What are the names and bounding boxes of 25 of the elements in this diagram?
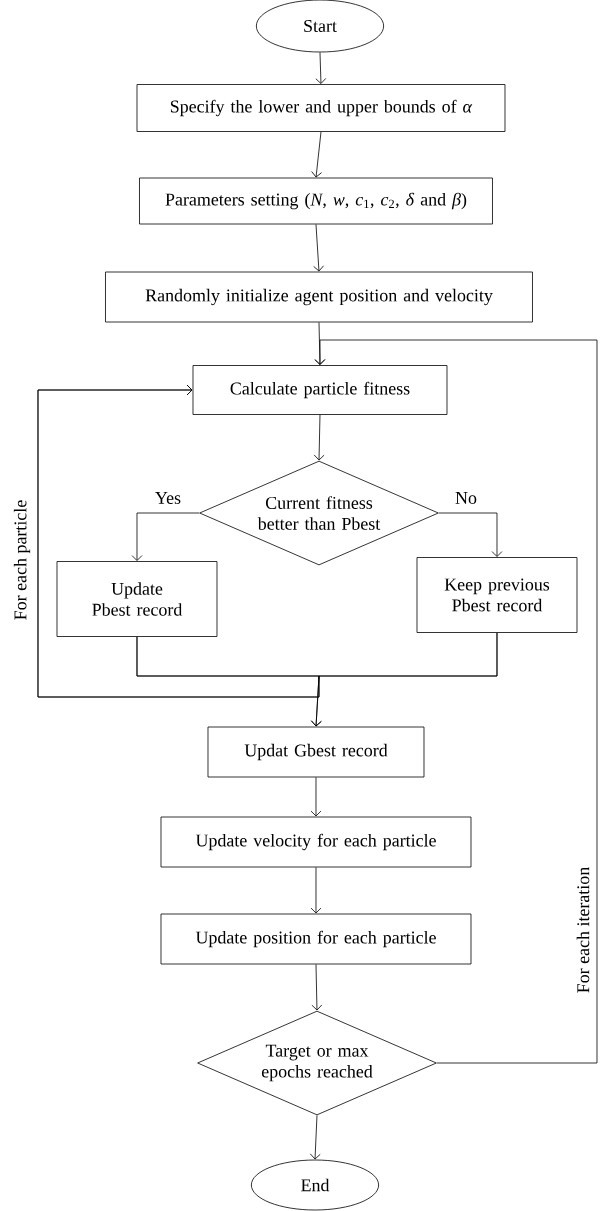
- process-box: Calculate particle fitness: [192, 365, 448, 415]
- arrow: [438, 512, 503, 557]
- edge-label: Yes: [155, 492, 181, 504]
- arrow: [309, 1115, 321, 1160]
- edge-label: For each particle: [12, 498, 32, 622]
- arrow: [310, 777, 322, 817]
- arrow: [313, 224, 325, 272]
- arrow: [310, 867, 322, 914]
- arrow: [311, 131, 322, 178]
- arrow: [313, 414, 325, 461]
- process-box: Parameters setting (N, w, c$_{1}$, c$_{2}$, δ and β): [139, 177, 493, 225]
- process-box: Randomly initialize agent position and velocity: [105, 271, 533, 323]
- process-box: Update position for each particle: [160, 913, 472, 965]
- edge-label: No: [455, 492, 477, 504]
- arrow: [37, 384, 498, 698]
- process-box: Update velocity for each particle: [160, 816, 472, 868]
- process-box: Update Pbest record: [56, 561, 218, 637]
- arrow: [311, 964, 323, 1011]
- process-box: Specify the lower and upper bounds of α: [136, 84, 506, 132]
- arrow: [131, 512, 200, 561]
- process-box: Updat Gbest record: [207, 726, 425, 778]
- arrow: [315, 52, 327, 84]
- process-box: Keep previous Pbest record: [416, 557, 578, 633]
- arrow: [314, 339, 598, 1064]
- edge-label: For each iteration: [575, 865, 591, 995]
